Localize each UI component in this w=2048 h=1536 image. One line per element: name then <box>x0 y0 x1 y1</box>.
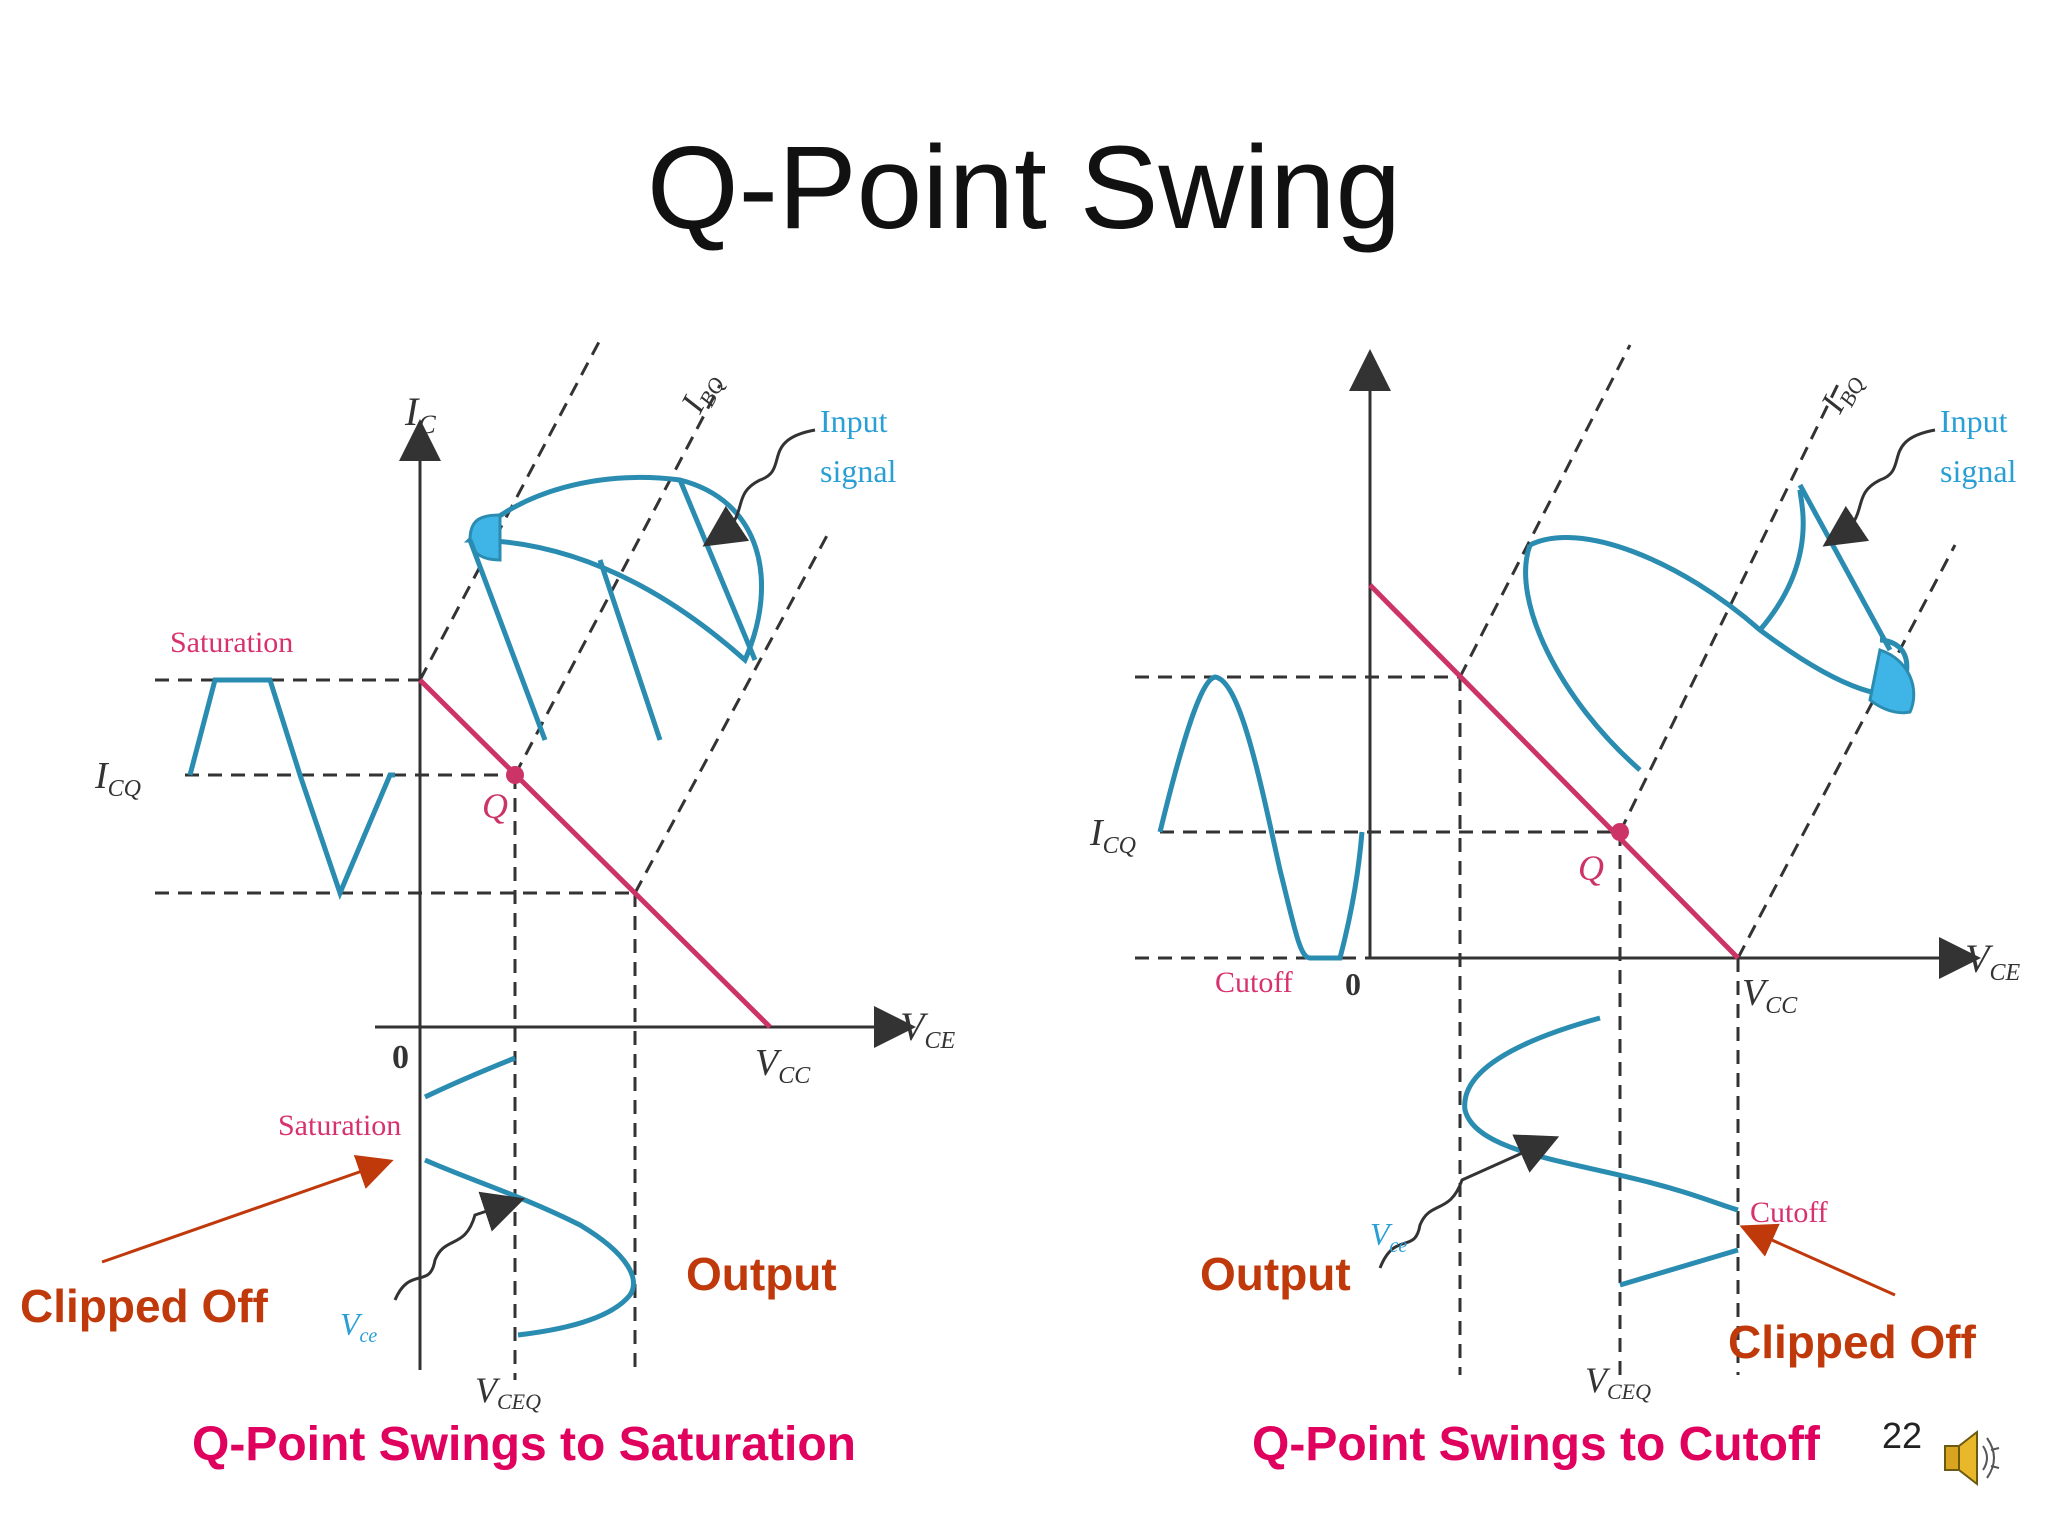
left-horizontal-guides <box>155 678 635 895</box>
right-vce-wave-label: Vce <box>1370 1216 1407 1257</box>
right-input-label-1: Input <box>1940 403 2008 439</box>
left-load-line <box>418 678 772 1029</box>
left-input-signal <box>463 475 765 665</box>
right-vce-waveform <box>1462 1015 1739 1288</box>
right-vertical-guides <box>1458 677 1740 1375</box>
right-vcc-label: VCC <box>1742 972 1798 1019</box>
left-vceq-label: VCEQ <box>475 1370 541 1414</box>
left-ibq-label: IBQ <box>674 365 730 421</box>
left-input-label-2: signal <box>820 453 897 489</box>
left-saturation-bottom: Saturation <box>278 1109 401 1142</box>
right-x-axis-label: VCE <box>1965 936 2020 986</box>
left-input-lines <box>467 479 758 741</box>
left-vce-wave-label: Vce <box>340 1306 377 1347</box>
right-cutoff-bottom: Cutoff <box>1750 1196 1828 1229</box>
right-caption: Q-Point Swings to Cutoff <box>1252 1418 1821 1471</box>
left-vcc-label: VCC <box>755 1042 811 1089</box>
left-x-axis-label: VCE <box>900 1004 955 1054</box>
left-q-label: Q <box>482 786 508 826</box>
right-diagonal-guides <box>1458 344 1957 959</box>
right-input-lines <box>1797 483 1893 652</box>
right-cutoff-left: Cutoff <box>1215 966 1293 999</box>
right-ic-waveform <box>1157 674 1365 961</box>
right-input-signal <box>1528 535 1910 697</box>
left-icq-label: ICQ <box>94 755 141 802</box>
right-q-label: Q <box>1578 848 1604 888</box>
right-q-point <box>1611 823 1629 841</box>
right-origin-label: 0 <box>1345 966 1361 1002</box>
right-clipped-arrow <box>1739 1223 1896 1297</box>
left-caption: Q-Point Swings to Saturation <box>192 1418 856 1471</box>
right-horizontal-guides <box>1135 675 1620 960</box>
left-ic-waveform <box>187 677 395 901</box>
left-input-pointer <box>702 428 816 547</box>
right-input-pointer <box>1822 428 1936 547</box>
left-vertical-guides <box>418 775 637 1380</box>
left-vce-waveform <box>423 1055 636 1338</box>
left-origin-label: 0 <box>392 1039 409 1076</box>
right-icq-label: ICQ <box>1089 812 1136 859</box>
left-diagram: IC VCE 0 VCC ICQ Q IBQ Input signal Satu… <box>20 339 955 1471</box>
left-clipped-label: Clipped Off <box>20 1280 269 1332</box>
page-number: 22 <box>1882 1415 1922 1456</box>
right-input-loop <box>1523 489 1806 772</box>
right-diagram: VCE 0 VCC ICQ Q IBQ Input signal Cutoff … <box>1089 344 2020 1471</box>
right-load-line <box>1368 583 1740 960</box>
left-saturation-top: Saturation <box>170 626 293 659</box>
right-vce-pointer <box>1378 1134 1560 1269</box>
left-input-label-1: Input <box>820 403 888 439</box>
left-clipped-arrow <box>101 1154 394 1264</box>
right-clipped-label: Clipped Off <box>1728 1316 1977 1368</box>
left-y-axis-label: IC <box>404 389 436 439</box>
right-output-label: Output <box>1200 1248 1351 1300</box>
left-q-point <box>506 766 524 784</box>
right-vceq-label: VCEQ <box>1585 1360 1651 1404</box>
speaker-icon[interactable] <box>1944 1429 2000 1487</box>
right-input-clipped <box>1868 648 1916 715</box>
left-output-label: Output <box>686 1248 837 1300</box>
slide-title: Q-Point Swing <box>646 122 1402 254</box>
left-vce-pointer <box>393 1191 525 1301</box>
right-input-label-2: signal <box>1940 453 2017 489</box>
